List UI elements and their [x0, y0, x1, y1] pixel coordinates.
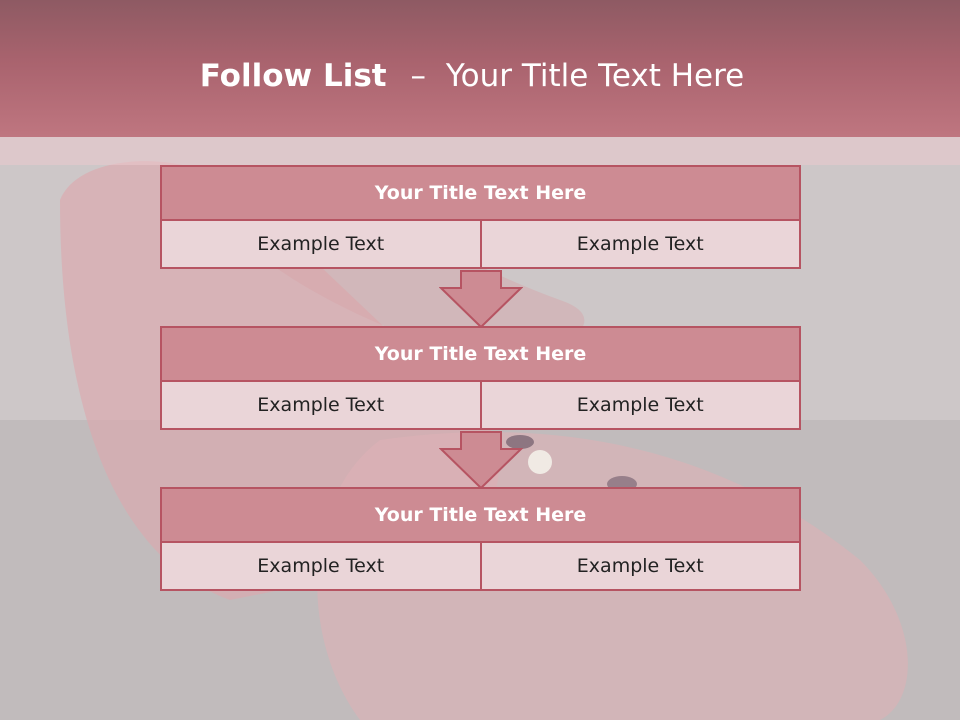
- title-bar: [0, 0, 960, 137]
- block-row: Example Text Example Text: [160, 543, 801, 591]
- list-block-2: Your Title Text Here Example Text Exampl…: [160, 326, 801, 430]
- block-row: Example Text Example Text: [160, 221, 801, 269]
- list-block-3: Your Title Text Here Example Text Exampl…: [160, 487, 801, 591]
- block-title: Your Title Text Here: [160, 487, 801, 543]
- slide-title-separator: –: [410, 58, 426, 94]
- block-cell-left: Example Text: [162, 543, 480, 589]
- block-cell-left: Example Text: [162, 221, 480, 267]
- block-cell-right: Example Text: [479, 543, 799, 589]
- title-bar-band: [0, 137, 960, 165]
- slide-title: Follow List – Your Title Text Here: [0, 54, 944, 98]
- block-title: Your Title Text Here: [160, 326, 801, 382]
- slide-title-bold: Follow List: [199, 58, 387, 94]
- list-block-1: Your Title Text Here Example Text Exampl…: [160, 165, 801, 269]
- slide-title-rest: Your Title Text Here: [445, 58, 745, 94]
- block-cell-right: Example Text: [479, 382, 799, 428]
- block-row: Example Text Example Text: [160, 382, 801, 430]
- down-arrow-1: [439, 270, 523, 328]
- down-arrow-2: [439, 431, 523, 489]
- block-cell-left: Example Text: [162, 382, 480, 428]
- block-title: Your Title Text Here: [160, 165, 801, 221]
- block-cell-right: Example Text: [479, 221, 799, 267]
